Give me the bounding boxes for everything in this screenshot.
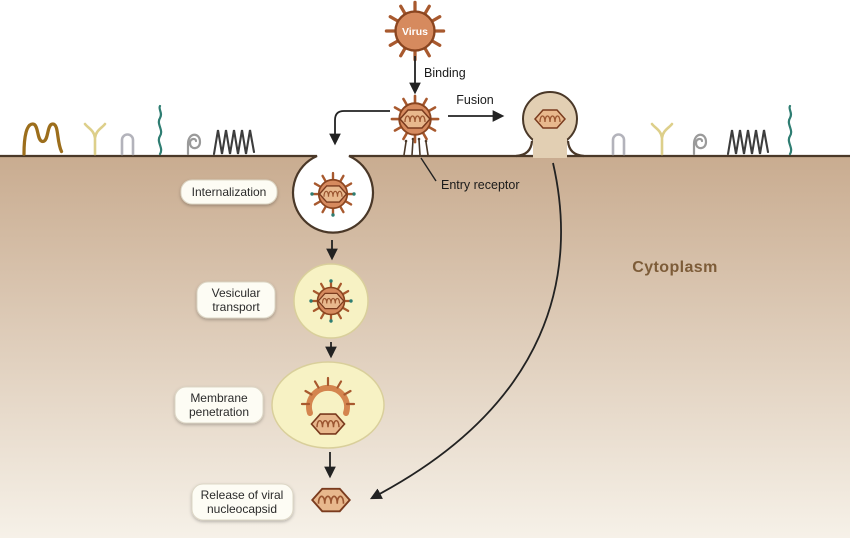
entry-receptor-label: Entry receptor xyxy=(441,178,520,192)
receptor-tip xyxy=(310,192,314,196)
receptor-tip xyxy=(329,279,333,283)
receptor-coil-icon xyxy=(212,128,256,156)
binding-label: Binding xyxy=(424,66,466,80)
bound-virus xyxy=(390,94,440,156)
membrane-penetration-label-line2: penetration xyxy=(189,405,249,419)
vesicular-transport-label-line1: Vesicular xyxy=(212,286,261,300)
receptor-tip xyxy=(309,299,313,303)
label-box xyxy=(191,483,294,521)
receptor-fork-icon xyxy=(650,122,674,156)
receptor-wave-icon xyxy=(22,122,64,156)
internalizing-virus xyxy=(310,171,356,217)
receptor-coil-icon xyxy=(726,128,770,156)
internalization-label: Internalization xyxy=(192,185,267,199)
fusing-virus xyxy=(515,91,585,158)
fusion-release-arrow xyxy=(369,162,562,500)
flow-arrows xyxy=(324,56,562,500)
membrane-penetration-callout: Membrane penetration xyxy=(174,386,264,424)
membrane-penetration-label-line1: Membrane xyxy=(190,391,248,405)
opened-envelope-spikes xyxy=(300,376,356,406)
receptor-helix-icon xyxy=(787,104,793,156)
vesicular-transport-callout: Vesicular transport xyxy=(196,281,276,319)
label-box xyxy=(180,179,278,205)
virus-label: Virus xyxy=(402,26,428,38)
transport-vesicle xyxy=(293,263,369,339)
entry-receptor-pointer xyxy=(420,157,437,182)
receptor-tip xyxy=(331,213,335,217)
release-label-line1: Release of viral xyxy=(201,488,284,502)
entry-receptor-tip xyxy=(411,137,415,141)
entry-receptor-tip xyxy=(404,139,408,143)
ruptured-vesicle xyxy=(271,361,385,449)
receptor-loop-icon xyxy=(120,133,135,156)
receptor-tip xyxy=(349,299,353,303)
vesicular-transport-label-line2: transport xyxy=(212,300,260,314)
fusion-neck xyxy=(533,139,567,158)
entry-receptor-tip xyxy=(417,137,421,141)
receptor-tip xyxy=(329,319,333,323)
label-box xyxy=(196,281,276,319)
fusion-neck-left xyxy=(515,140,534,158)
receptor-tip xyxy=(352,192,356,196)
cell-membrane xyxy=(0,154,850,234)
membrane-receptors-left xyxy=(22,104,256,156)
internalization-arrow xyxy=(329,110,390,146)
membrane-receptors-right xyxy=(611,104,793,156)
entry-receptor-tip xyxy=(424,139,428,143)
receptor-loop-icon xyxy=(611,133,626,156)
membrane-penetration-stage xyxy=(271,361,385,449)
receptor-spiral-icon xyxy=(186,133,202,156)
release-callout: Release of viral nucleocapsid xyxy=(191,483,294,521)
label-box xyxy=(174,386,264,424)
entry-receptor-stems xyxy=(403,139,429,156)
receptor-spiral-icon xyxy=(692,133,708,156)
receptor-fork-icon xyxy=(83,122,107,156)
cytoplasm-label: Cytoplasm xyxy=(632,259,717,276)
fusion-neck-right xyxy=(566,140,585,158)
fusion-label: Fusion xyxy=(456,93,494,107)
free-virus: Virus xyxy=(384,0,446,62)
release-label-line2: nucleocapsid xyxy=(207,502,277,516)
receptor-helix-icon xyxy=(157,104,163,156)
cytoplasm-region xyxy=(0,156,850,538)
internalization-callout: Internalization xyxy=(180,179,278,205)
